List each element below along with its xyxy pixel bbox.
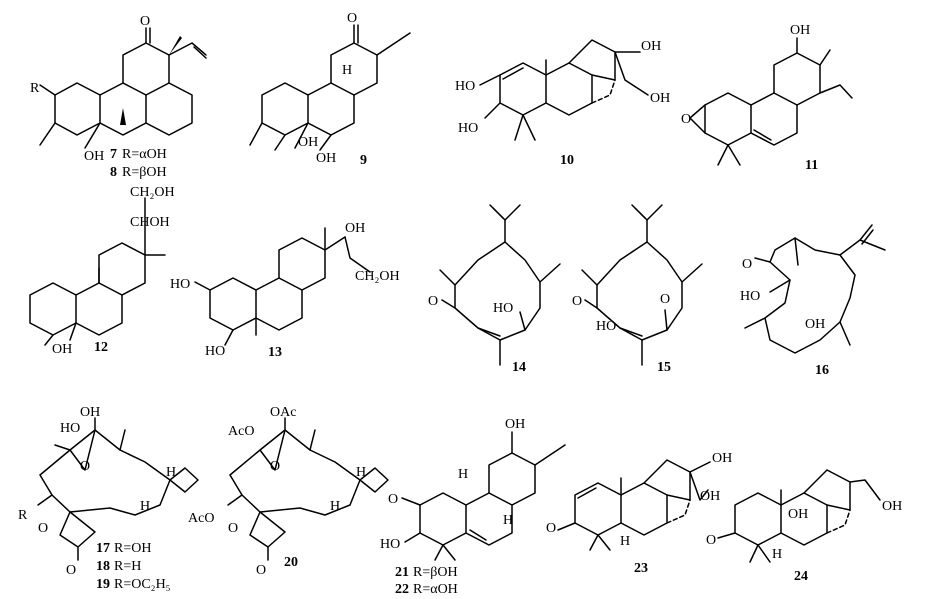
c16-label-1: HO <box>740 289 760 304</box>
c13-label-2: HO <box>170 277 190 292</box>
compound-21-caption: R=βOH <box>413 565 458 580</box>
compound-number-11: 11 <box>805 158 818 173</box>
compound-number-20: 20 <box>284 555 298 570</box>
compound-number-24: 24 <box>794 569 808 584</box>
c12-label-1: CHOH <box>130 215 170 230</box>
c10-label-2: HO <box>455 79 475 94</box>
c20-label-5: O <box>256 563 266 578</box>
compound-22-caption: R=αOH <box>413 582 458 597</box>
c13-label-1: CH₂OH <box>355 269 400 284</box>
c21-22-label-0: OH <box>505 417 525 432</box>
c14-label-0: O <box>428 294 438 309</box>
c16-label-2: OH <box>805 317 825 332</box>
c17-19-label-6: H <box>166 465 176 480</box>
compound-17-19-structure <box>37 417 199 561</box>
c7-8-label-0: O <box>140 14 150 29</box>
c23-label-1: OH <box>700 489 720 504</box>
c14-label-1: HO <box>493 301 513 316</box>
c9-label-0: O <box>347 11 357 26</box>
compound-7-caption: R=αOH <box>122 147 167 162</box>
c12-label-0: CH₂OH <box>130 185 175 200</box>
c17-19-label-3: R <box>18 508 28 523</box>
compound-number-15: 15 <box>657 360 671 375</box>
compound-number-16: 16 <box>815 363 829 378</box>
c17-19-label-5: O <box>66 563 76 578</box>
c10-label-1: OH <box>650 91 670 106</box>
compound-number-19: 19 <box>96 577 110 592</box>
compound-number-14: 14 <box>512 360 526 375</box>
c23-label-2: O <box>546 521 556 536</box>
c23-label-3: H <box>620 534 630 549</box>
compound-number-22: 22 <box>395 582 409 597</box>
c21-22-label-2: H <box>458 467 468 482</box>
c10-label-3: HO <box>458 121 478 136</box>
c17-19-label-2: O <box>80 459 90 474</box>
c23-label-0: OH <box>712 451 732 466</box>
compound-9-structure <box>249 24 411 151</box>
compound-18-caption: R=H <box>114 559 141 574</box>
c20-label-3: AcO <box>188 511 214 526</box>
compound-number-12: 12 <box>94 340 108 355</box>
compound-20-structure <box>227 417 389 561</box>
c15-label-1: HO <box>596 319 616 334</box>
compound-17-caption: R=OH <box>114 541 151 556</box>
c21-22-label-4: HO <box>380 537 400 552</box>
c24-label-3: H <box>772 547 782 562</box>
compound-number-9: 9 <box>360 153 367 168</box>
compound-15-structure <box>581 204 703 366</box>
compound-7-8-structure <box>39 27 207 149</box>
c21-22-label-1: O <box>388 492 398 507</box>
compound-14-structure <box>439 204 561 366</box>
c10-label-0: OH <box>641 39 661 54</box>
c20-label-7: H <box>330 499 340 514</box>
compound-12-structure <box>29 197 166 346</box>
compound-number-13: 13 <box>268 345 282 360</box>
c13-label-3: HO <box>205 344 225 359</box>
c24-label-2: O <box>706 533 716 548</box>
c17-19-label-4: O <box>38 521 48 536</box>
c24-label-0: OH <box>882 499 902 514</box>
c7-8-label-2: OH <box>84 149 104 164</box>
compound-13-structure <box>194 227 371 346</box>
c17-19-label-0: OH <box>80 405 100 420</box>
c17-19-label-7: H <box>140 499 150 514</box>
compound-16-structure <box>744 224 886 354</box>
c24-label-1: OH <box>788 507 808 522</box>
c20-label-1: OAc <box>270 405 296 420</box>
c7-8-label-1: R <box>30 81 40 96</box>
c20-label-2: O <box>270 459 280 474</box>
compound-number-21: 21 <box>395 565 409 580</box>
c15-label-0: O <box>572 294 582 309</box>
c9-label-3: OH <box>316 151 336 166</box>
compound-21-22-structure <box>401 431 566 561</box>
c11-label-1: O <box>681 112 691 127</box>
c12-label-2: OH <box>52 342 72 357</box>
compound-number-17: 17 <box>96 541 110 556</box>
c9-label-2: OH <box>298 135 318 150</box>
c20-label-0: AcO <box>228 424 254 439</box>
compound-19-caption: R=OC₂H₅ <box>114 577 171 592</box>
c9-label-1: H <box>342 63 352 78</box>
c17-19-label-1: HO <box>60 421 80 436</box>
c13-label-0: OH <box>345 221 365 236</box>
c16-label-0: O <box>742 257 752 272</box>
compound-8-caption: R=βOH <box>122 165 167 180</box>
compound-number-10: 10 <box>560 153 574 168</box>
compound-11-structure <box>689 37 853 166</box>
c15-label-2: O <box>660 292 670 307</box>
c20-label-4: O <box>228 521 238 536</box>
compound-24-structure <box>717 469 881 563</box>
compound-number-23: 23 <box>634 561 648 576</box>
compound-number-18: 18 <box>96 559 110 574</box>
c20-label-6: H <box>356 465 366 480</box>
c11-label-0: OH <box>790 23 810 38</box>
compound-10-structure <box>479 39 649 141</box>
compound-number-8: 8 <box>110 165 117 180</box>
c21-22-label-3: H <box>503 513 513 528</box>
compound-number-7: 7 <box>110 147 117 162</box>
compound-23-structure <box>557 459 711 551</box>
